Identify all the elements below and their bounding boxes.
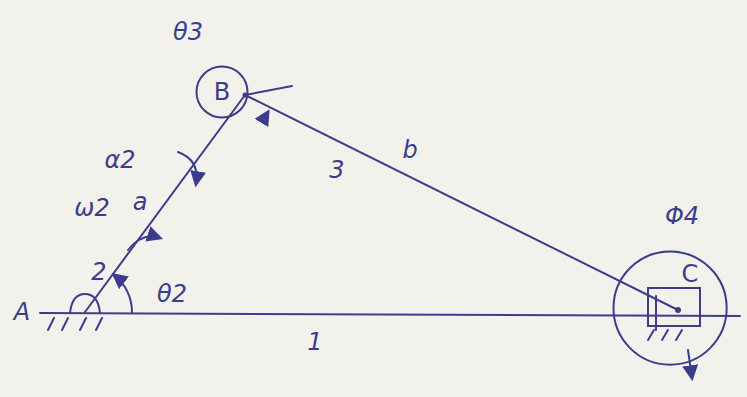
- circle-outline: [613, 251, 726, 364]
- velocity-label: ω2: [74, 196, 109, 220]
- slider-circle: C: [612, 250, 728, 366]
- link-arrow: [262, 112, 268, 122]
- link-number: 1: [307, 330, 322, 354]
- coupler-link: [245, 95, 678, 310]
- circle-outline: [197, 67, 248, 118]
- ground-link: [40, 313, 740, 316]
- length-label: a: [133, 190, 148, 214]
- length-label: b: [402, 138, 417, 162]
- joint-circle: B: [195, 65, 249, 119]
- link-number: 2: [91, 260, 106, 284]
- angle-label: θ2: [157, 282, 187, 306]
- reference-line: [245, 86, 292, 95]
- slider-hatch: [648, 330, 682, 340]
- angle-label: Φ4: [665, 204, 699, 228]
- slider-guide: [655, 296, 657, 330]
- angle-arc: [114, 275, 132, 313]
- ground-hatch: [48, 318, 102, 330]
- acceleration-label: α2: [104, 148, 135, 172]
- link-number: 3: [329, 158, 344, 182]
- joint-label: A: [14, 300, 30, 324]
- angle-label: θ3: [173, 20, 203, 44]
- joint-label: C: [682, 262, 699, 286]
- pin-joint: [675, 307, 681, 313]
- alpha-arrow: [178, 152, 197, 184]
- omega-arrow: [128, 237, 160, 251]
- angle-arrow: [688, 350, 692, 378]
- circle-outline: [612, 250, 728, 366]
- joint-label: B: [214, 80, 230, 104]
